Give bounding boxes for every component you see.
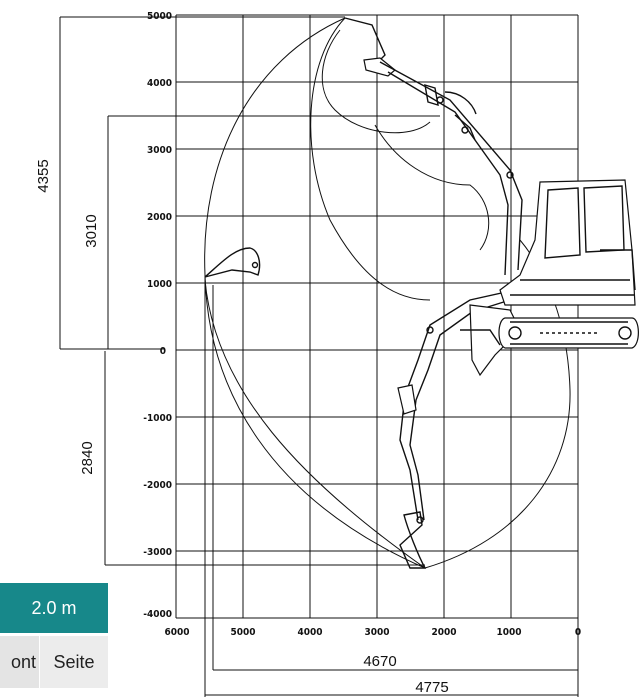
dimension-lines [59, 16, 579, 697]
y-tick: 3000 [147, 145, 172, 156]
y-tick: -2000 [143, 480, 172, 491]
y-tick: 1000 [147, 279, 172, 290]
dimension-label-3010: 3010 [83, 214, 100, 247]
dimension-label-4355: 4355 [35, 159, 52, 192]
y-tick: -1000 [143, 413, 172, 424]
x-tick: 1000 [496, 627, 521, 638]
y-tick: 4000 [147, 78, 172, 89]
column-header-front: ont [0, 636, 40, 688]
bucket-far-reach [204, 247, 261, 278]
dimension-label-2840: 2840 [79, 441, 96, 474]
grid [175, 14, 579, 619]
dimension-label-4670: 4670 [363, 653, 396, 670]
table-header-label: 2.0 m [31, 597, 77, 618]
y-tick: -3000 [143, 547, 172, 558]
column-header-side: Seite [40, 636, 108, 688]
x-axis-ticks: 6000 5000 4000 3000 2000 1000 0 [164, 627, 581, 638]
x-tick: 4000 [297, 627, 322, 638]
y-tick: 0 [160, 346, 166, 357]
dimension-label-4775: 4775 [415, 679, 448, 696]
x-tick: 5000 [230, 627, 255, 638]
y-tick: 2000 [147, 212, 172, 223]
x-tick: 2000 [431, 627, 456, 638]
reach-envelope [204, 17, 571, 569]
table-header: 2.0 m [0, 583, 108, 633]
excavator-body [498, 179, 639, 349]
excavator-arm-raised [344, 17, 523, 276]
x-tick: 6000 [164, 627, 189, 638]
table-column-header-row: ont Seite [0, 636, 108, 688]
y-axis-ticks: 5000 4000 3000 2000 1000 0 -1000 -2000 -… [143, 11, 172, 620]
y-tick: -4000 [143, 609, 172, 620]
x-tick: 3000 [364, 627, 389, 638]
